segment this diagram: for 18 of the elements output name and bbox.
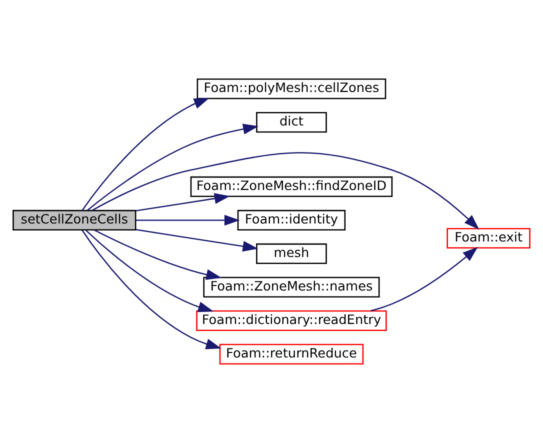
node-box: mesh [256,243,327,264]
arrow [82,230,222,350]
arrow [136,214,240,226]
arrow [86,230,214,312]
arrow [87,124,259,211]
node-box: setCellZoneCells [12,210,136,231]
node-box: Foam::identity [237,210,346,231]
arrow [82,98,210,211]
arrow [94,229,222,280]
node-box: Foam::polyMesh::cellZones [196,78,386,100]
node-box: Foam::returnReduce [219,344,364,364]
arrow [136,229,258,252]
node-box: Foam::ZoneMesh::names [203,276,380,298]
node-box: Foam::exit [446,228,530,249]
node-box: Foam::ZoneMesh::findZoneID [190,176,393,198]
arrow [136,193,230,212]
node-box: Foam::dictionary::readEntry [196,310,387,331]
node-box: dict [256,112,327,133]
